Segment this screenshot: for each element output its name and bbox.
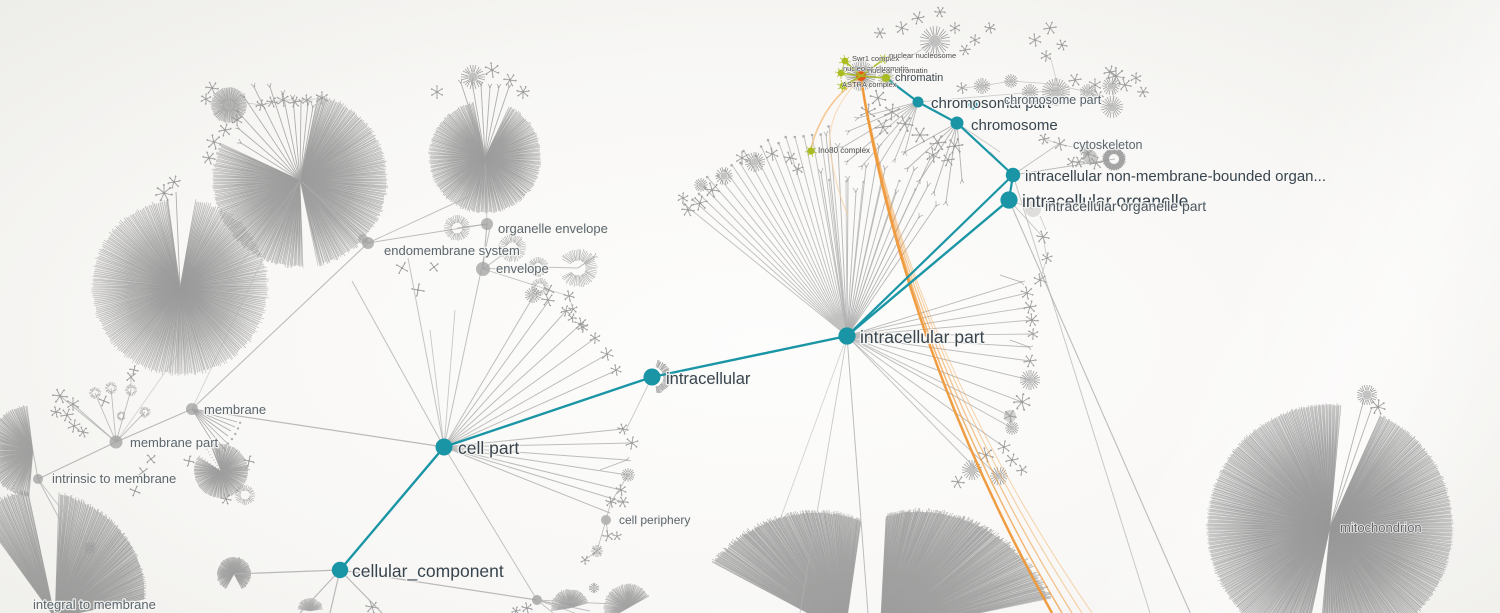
svg-text:intracellular organelle: intracellular organelle (1022, 191, 1188, 211)
svg-text:intracellular part: intracellular part (860, 327, 985, 347)
svg-text:Swr1 complex: Swr1 complex (852, 54, 899, 63)
svg-text:chromatin: chromatin (895, 72, 943, 84)
svg-text:ASTRA complex: ASTRA complex (842, 80, 897, 89)
svg-text:organelle envelope: organelle envelope (498, 221, 608, 236)
svg-text:intracellular: intracellular (666, 370, 751, 388)
svg-text:chromosome part: chromosome part (1004, 93, 1102, 107)
svg-text:chromosomal part: chromosomal part (931, 95, 1052, 112)
svg-text:nuclear nucleosome: nuclear nucleosome (889, 51, 956, 60)
svg-text:cell part: cell part (458, 438, 519, 458)
svg-text:membrane: membrane (204, 402, 266, 417)
svg-text:mitochondrion: mitochondrion (1340, 520, 1422, 535)
svg-text:nuclear chromatin: nuclear chromatin (868, 66, 928, 75)
svg-text:integral to membrane: integral to membrane (33, 597, 156, 612)
svg-text:membrane part: membrane part (130, 435, 219, 450)
svg-text:nucleolar chromatin: nucleolar chromatin (843, 64, 908, 73)
svg-text:intracellular non-membrane-bou: intracellular non-membrane-bounded organ… (1025, 168, 1326, 185)
svg-text:cellular_component: cellular_component (352, 561, 504, 582)
svg-text:Ino80 complex: Ino80 complex (818, 146, 870, 155)
svg-text:intracellular organelle part: intracellular organelle part (1045, 198, 1206, 214)
svg-text:cell periphery: cell periphery (619, 513, 690, 527)
svg-text:intrinsic to membrane: intrinsic to membrane (52, 471, 176, 486)
svg-text:cytoskeleton: cytoskeleton (1073, 138, 1143, 152)
svg-text:envelope: envelope (496, 261, 549, 276)
svg-text:endomembrane system: endomembrane system (384, 243, 520, 258)
svg-text:chromosome: chromosome (971, 117, 1058, 134)
